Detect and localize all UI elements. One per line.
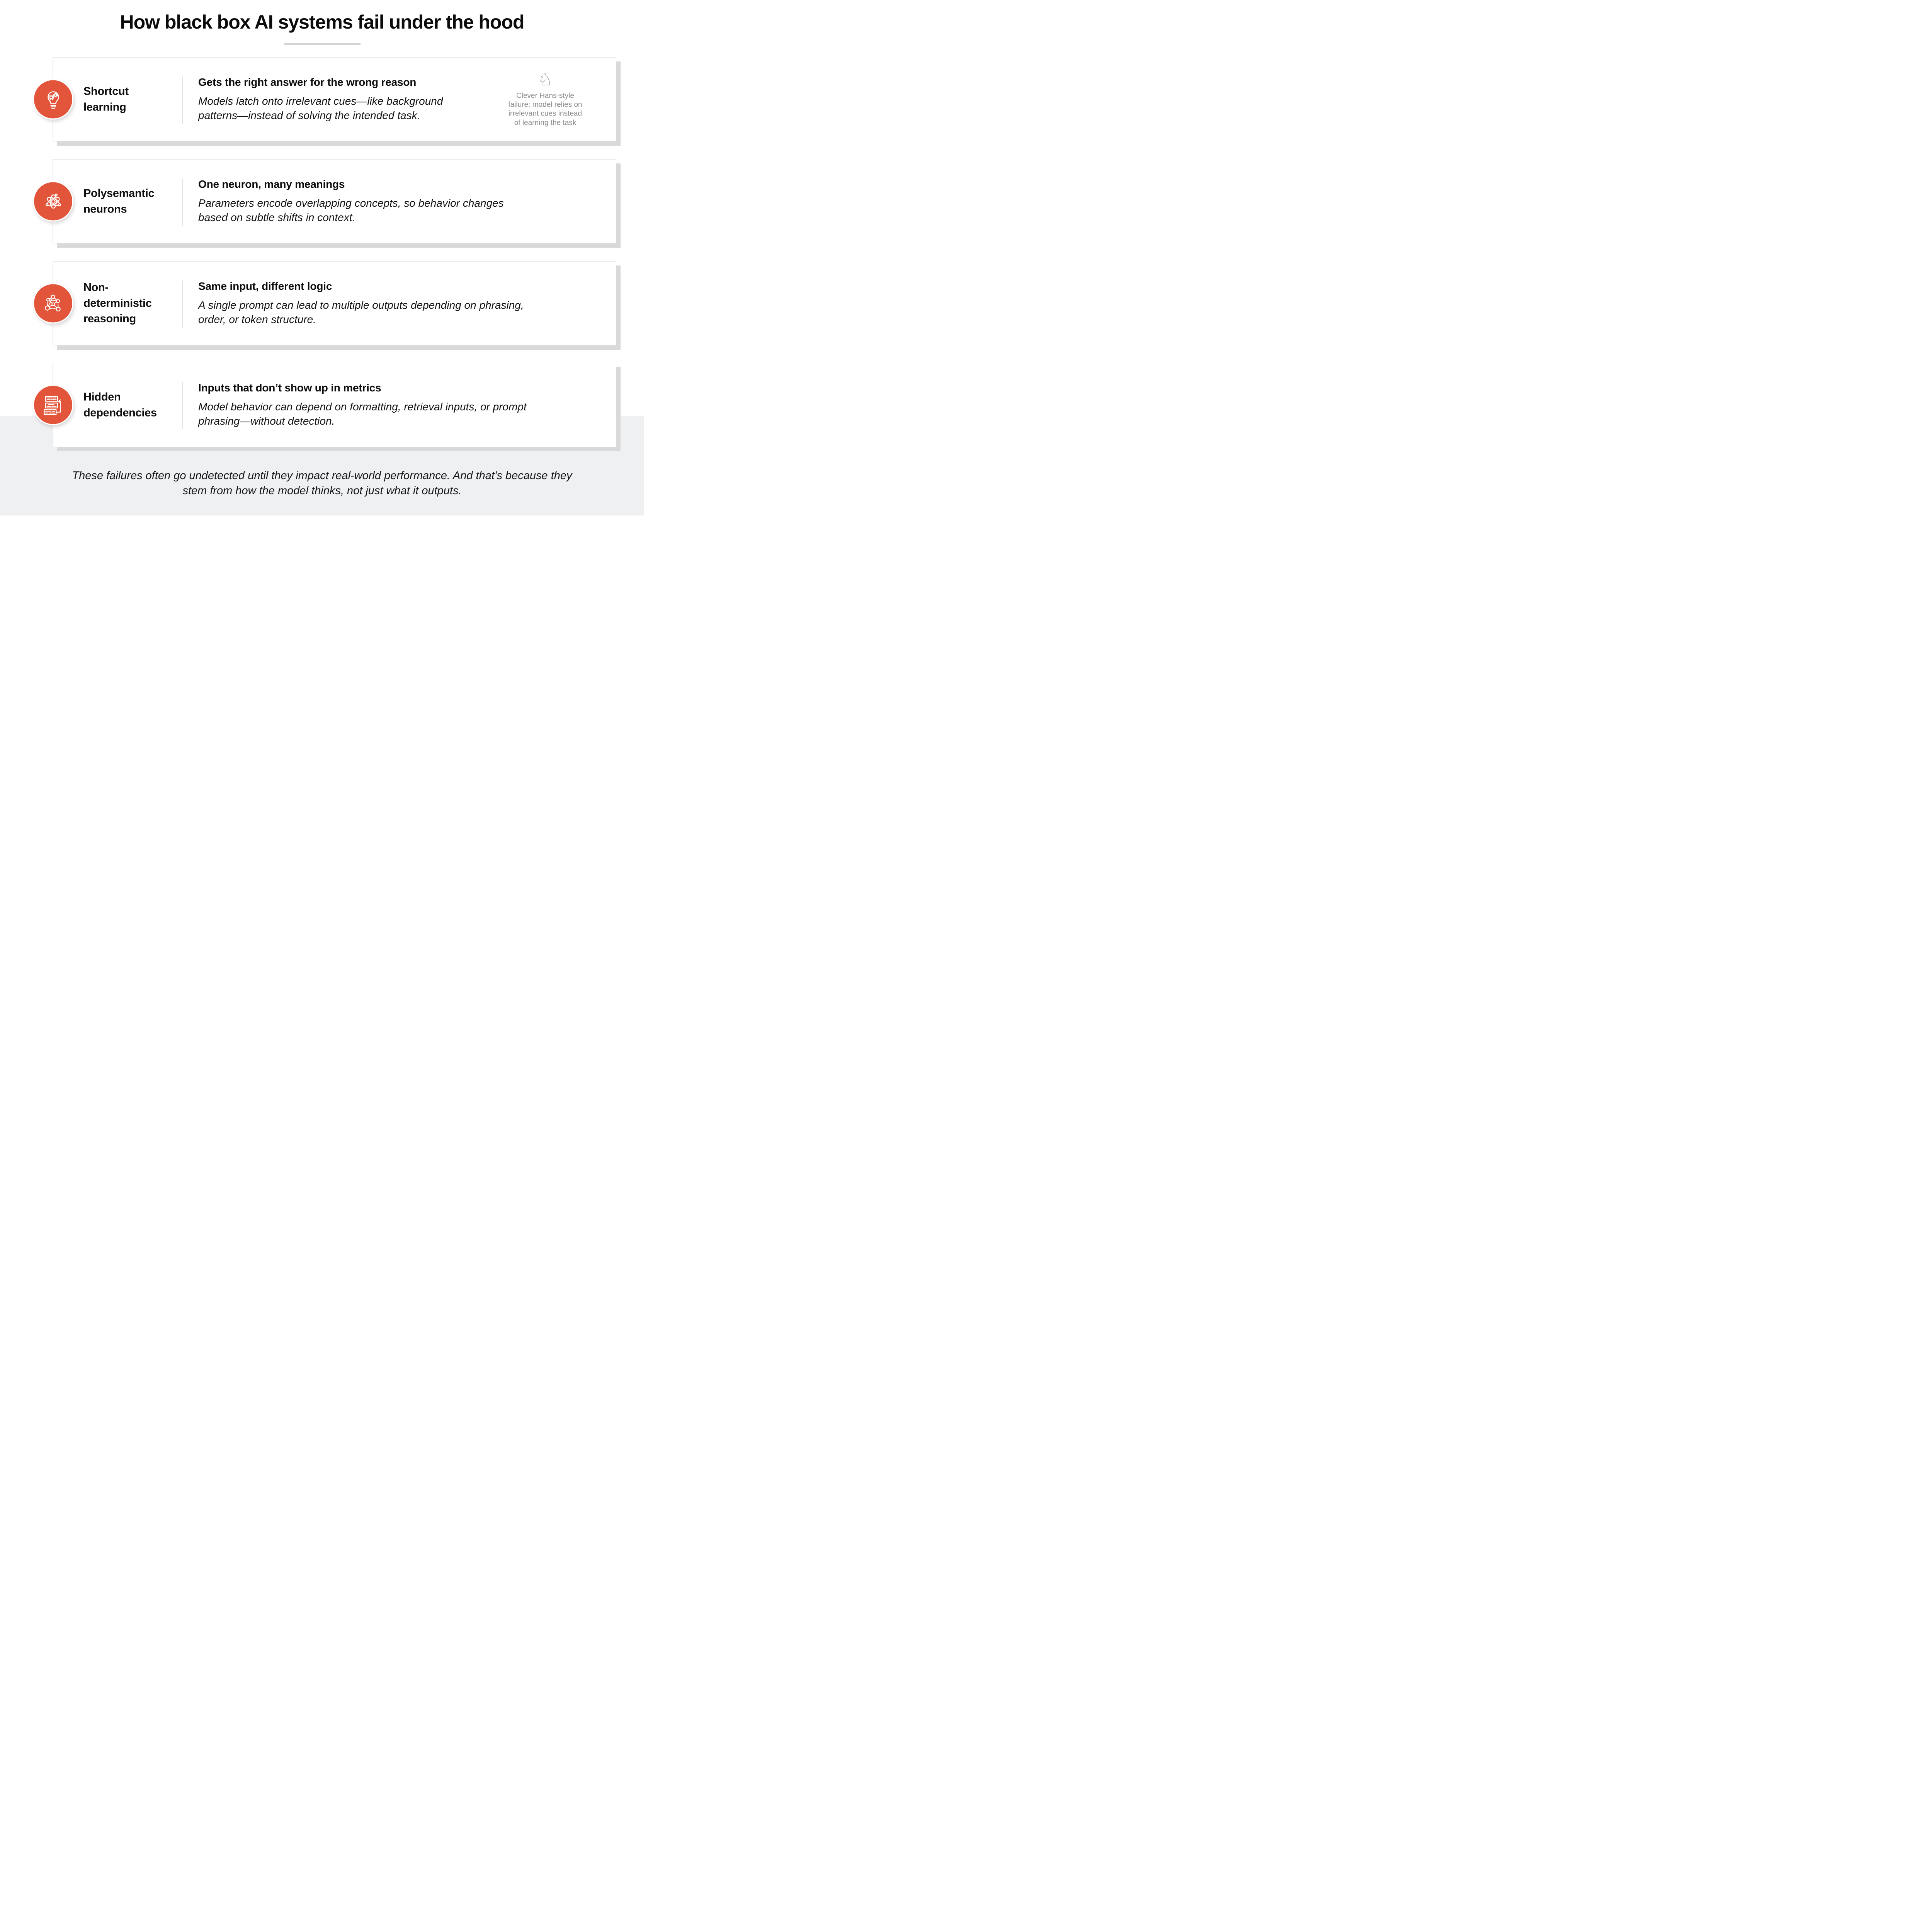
row-heading: Same input, different logic (198, 280, 332, 293)
clever-hans-caption: Clever Hans-style failure: model relies … (508, 92, 582, 127)
vertical-divider (182, 382, 183, 429)
row-description: A single prompt can lead to multiple out… (198, 299, 524, 326)
row-content: Same input, different logic A single pro… (198, 280, 585, 327)
infographic-canvas: How black box AI systems fail under the … (0, 0, 644, 515)
row-heading: Inputs that don’t show up in metrics (198, 382, 381, 394)
network-graph-icon (44, 294, 61, 311)
atom-icon (45, 193, 61, 209)
row-label: Polysemantic neurons (83, 187, 155, 215)
row-description: Parameters encode overlapping concepts, … (198, 197, 504, 224)
chess-knight-icon: ♘ (537, 70, 553, 90)
row-label: Shortcut learning (83, 85, 129, 113)
row-label: Non- deterministic reasoning (83, 281, 152, 325)
vertical-divider (182, 179, 183, 226)
row-description: Models latch onto irrelevant cues—like b… (198, 95, 443, 122)
clever-hans-note: ♘ Clever Hans-style failure: model relie… (499, 71, 592, 128)
polysemantic-neurons-badge (33, 181, 73, 222)
row-content: Gets the right answer for the wrong reas… (198, 76, 500, 123)
card-non-deterministic-reasoning: Non- deterministic reasoning Same input,… (33, 261, 616, 345)
shortcut-learning-badge (33, 79, 73, 120)
row-heading: One neuron, many meanings (198, 178, 345, 190)
vertical-divider (182, 281, 183, 328)
footer-note: These failures often go undetected until… (72, 469, 572, 497)
card-polysemantic-neurons: Polysemantic neurons One neuron, many me… (33, 159, 616, 243)
row-content: Inputs that don’t show up in metrics Mod… (198, 381, 585, 429)
card-shortcut-learning: Shortcut learning Gets the right answer … (33, 57, 616, 141)
row-label: Hidden dependencies (83, 391, 157, 419)
lightbulb-gears-icon (47, 91, 59, 109)
card-hidden-dependencies: Hidden dependencies Inputs that don’t sh… (33, 363, 616, 447)
hidden-dependencies-badge (33, 384, 73, 425)
vertical-divider (182, 77, 183, 124)
page-title: How black box AI systems fail under the … (120, 11, 524, 33)
row-heading: Gets the right answer for the wrong reas… (198, 76, 417, 88)
documents-arrow-icon (43, 396, 61, 415)
row-content: One neuron, many meanings Parameters enc… (198, 178, 585, 225)
title-divider (284, 43, 361, 45)
non-deterministic-badge (33, 283, 73, 324)
row-description: Model behavior can depend on formatting,… (198, 400, 527, 427)
